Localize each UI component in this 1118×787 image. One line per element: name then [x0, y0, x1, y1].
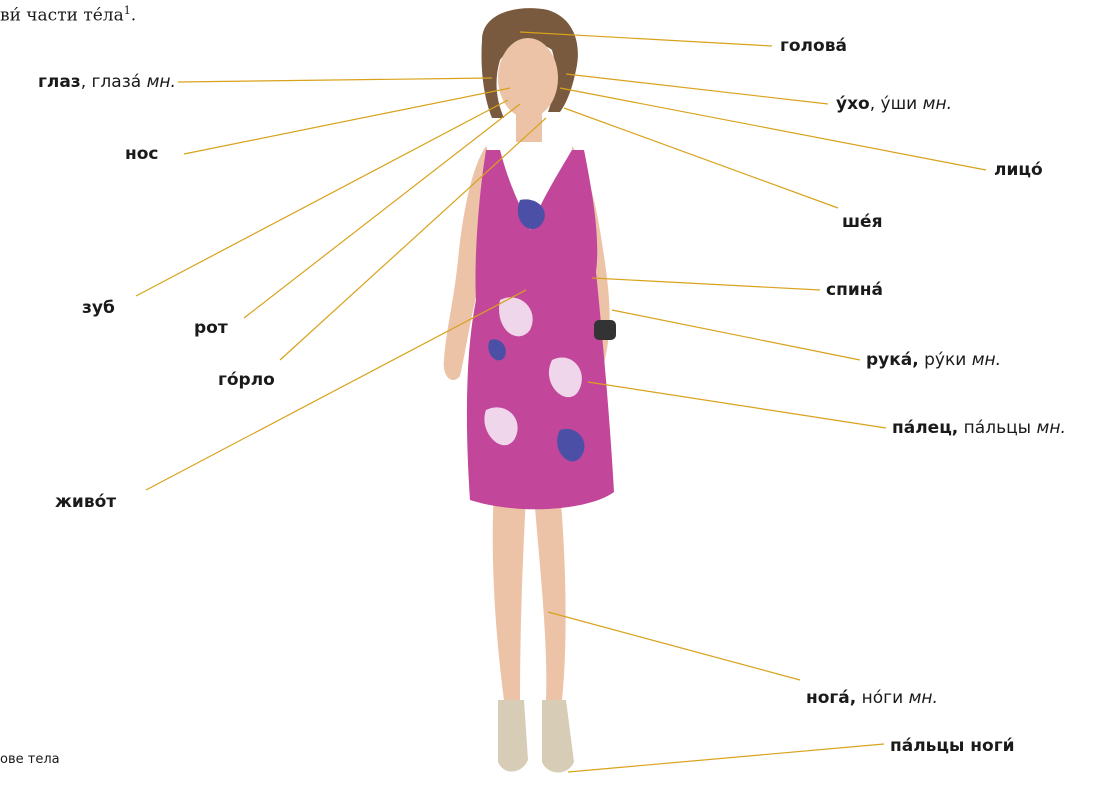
- label-palets: па́лец, па́льцы мн.: [892, 418, 1066, 438]
- plural-mark-palets: мн.: [1037, 418, 1066, 438]
- label-sheya: ше́я: [842, 212, 883, 232]
- word-ruka: рука́,: [866, 350, 919, 370]
- word-litso: лицо́: [994, 160, 1043, 180]
- label-nos: нос: [125, 144, 159, 164]
- gloss-ruka: ру́ки: [919, 350, 967, 370]
- plural-mark-noga: мн.: [909, 688, 938, 708]
- word-nos: нос: [125, 144, 159, 164]
- right-leg-shape: [534, 490, 566, 700]
- leader-line-ukho: [566, 74, 828, 104]
- label-gorlo: го́рло: [218, 370, 275, 390]
- label-paltsy-nogi: па́льцы ноги́: [890, 736, 1015, 756]
- word-golova: голова́: [780, 36, 847, 56]
- word-zhivot: живо́т: [55, 492, 116, 512]
- label-spina: спина́: [826, 280, 883, 300]
- word-glaz: глаз: [38, 72, 81, 92]
- leader-line-nos: [184, 88, 510, 154]
- label-litso: лицо́: [994, 160, 1043, 180]
- leader-line-sheya: [564, 108, 838, 208]
- bracelet-shape: [594, 320, 616, 340]
- gloss-noga: но́ги: [856, 688, 903, 708]
- leader-line-glaz: [178, 78, 492, 82]
- face-shape: [498, 38, 558, 118]
- left-leg-shape: [493, 490, 526, 700]
- label-ukho: у́хо, у́ши мн.: [836, 94, 952, 114]
- word-noga: нога́,: [806, 688, 856, 708]
- leader-line-spina: [592, 278, 820, 290]
- word-palets: па́лец,: [892, 418, 958, 438]
- label-golova: голова́: [780, 36, 847, 56]
- neck-shape: [516, 112, 542, 142]
- plural-mark-glaz: мн.: [147, 72, 176, 92]
- word-sheya: ше́я: [842, 212, 883, 232]
- caption-text: ове тела: [0, 752, 60, 767]
- gloss-ukho: , у́ши: [870, 94, 917, 114]
- leader-line-ruka: [612, 310, 860, 360]
- right-sandal-shape: [542, 700, 574, 773]
- plural-mark-ukho: мн.: [923, 94, 952, 114]
- word-rot: рот: [194, 318, 228, 338]
- plural-mark-ruka: мн.: [972, 350, 1001, 370]
- label-glaz: глаз, глаза́ мн.: [38, 72, 176, 92]
- word-spina: спина́: [826, 280, 883, 300]
- label-ruka: рука́, ру́ки мн.: [866, 350, 1001, 370]
- gloss-palets: па́льцы: [958, 418, 1031, 438]
- leader-line-paltsy-nogi: [568, 744, 884, 772]
- label-zhivot: живо́т: [55, 492, 116, 512]
- left-sandal-shape: [498, 700, 528, 772]
- leader-line-zub: [136, 100, 508, 296]
- person-figure: [444, 8, 616, 772]
- word-gorlo: го́рло: [218, 370, 275, 390]
- gloss-glaz: , глаза́: [81, 72, 141, 92]
- word-ukho: у́хо: [836, 94, 870, 114]
- dress-shape: [467, 150, 614, 509]
- label-rot: рот: [194, 318, 228, 338]
- label-noga: нога́, но́ги мн.: [806, 688, 938, 708]
- word-paltsy-nogi: па́льцы ноги́: [890, 736, 1015, 756]
- leader-line-palets: [588, 382, 886, 428]
- word-zub: зуб: [82, 298, 115, 318]
- label-zub: зуб: [82, 298, 115, 318]
- leader-line-noga: [548, 612, 800, 680]
